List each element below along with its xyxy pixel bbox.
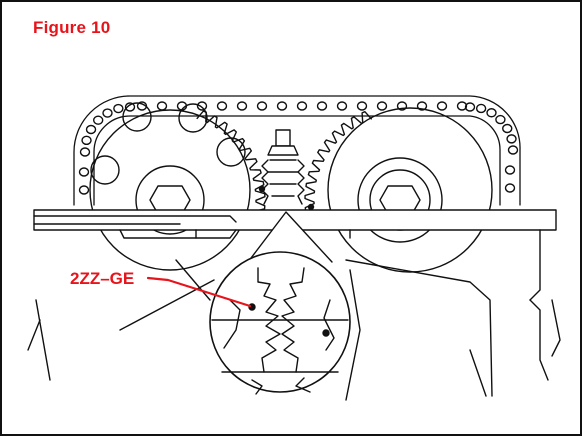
figure-title: Figure 10 [33, 18, 111, 37]
chain-link [256, 101, 268, 111]
chain-link [436, 101, 448, 111]
chain-link [276, 101, 288, 111]
chain-link [456, 101, 468, 111]
chain-link [81, 135, 92, 146]
chain-link [416, 101, 428, 111]
chain-link [495, 114, 506, 125]
chain-link [504, 183, 516, 193]
chain-link [196, 101, 208, 111]
chain-link [356, 101, 368, 111]
chain-link [216, 101, 228, 111]
timing-chain [73, 95, 521, 206]
center-bolt [258, 129, 315, 211]
chain-link [486, 108, 497, 118]
engine-body-lines [27, 259, 493, 401]
chain-link [236, 101, 248, 111]
chain-link [78, 185, 90, 195]
chain-link [124, 102, 136, 112]
callout-leader [146, 276, 252, 308]
chain-link [102, 108, 113, 118]
chain-link [504, 165, 516, 175]
chain-link [502, 123, 513, 134]
right-cam-gear [304, 111, 372, 214]
chain-link [316, 101, 328, 111]
chain-link [376, 101, 388, 111]
engine-code-label: 2ZZ–GE [70, 269, 134, 288]
chain-link [78, 167, 90, 177]
chain-link [113, 103, 124, 114]
chain-link [506, 134, 517, 144]
chain-link [475, 103, 487, 114]
right-cam-sprocket [327, 107, 493, 273]
chain-link [92, 115, 104, 125]
left-cam-gear [196, 110, 266, 212]
chain-link [464, 102, 476, 112]
gear-teeth [304, 111, 372, 214]
gear-teeth [196, 110, 266, 212]
chain-link [296, 101, 308, 111]
left-cam-sprocket [89, 102, 251, 271]
magnifier-pointer [247, 211, 333, 263]
chain-link [156, 101, 168, 111]
chain-link [79, 147, 91, 157]
cylinder-head [33, 209, 561, 381]
chain-link [85, 124, 97, 135]
chain-link [396, 101, 408, 111]
chain-link [507, 145, 519, 155]
magnified-detail [209, 251, 351, 395]
chain-link [336, 101, 348, 111]
